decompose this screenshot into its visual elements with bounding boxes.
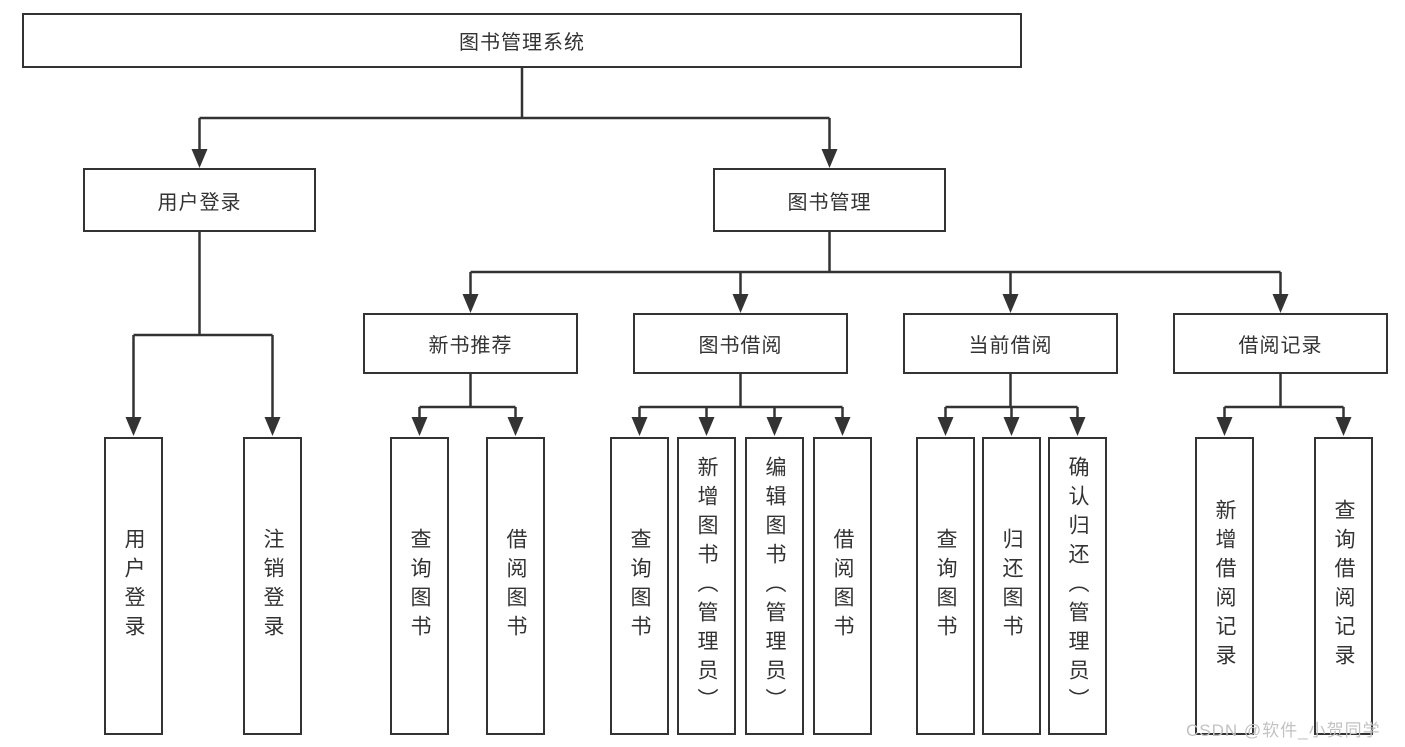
leaf-add-books-admin: 新增图书（管理员） — [677, 437, 736, 735]
leaf-borrow-books-recommend: 借阅图书 — [486, 437, 545, 735]
node-book-management: 图书管理 — [713, 168, 946, 232]
leaf-query-books-borrowing: 查询图书 — [610, 437, 669, 735]
leaf-return-books: 归还图书 — [982, 437, 1041, 735]
node-borrowing-records: 借阅记录 — [1173, 313, 1388, 374]
node-book-borrowing: 图书借阅 — [633, 313, 848, 374]
leaf-add-borrow-record: 新增借阅记录 — [1195, 437, 1254, 735]
node-user-login: 用户登录 — [83, 168, 316, 232]
leaf-edit-books-admin: 编辑图书（管理员） — [745, 437, 804, 735]
leaf-confirm-return-admin: 确认归还（管理员） — [1048, 437, 1107, 735]
csdn-watermark: CSDN @软件_小贺同学 — [1186, 721, 1381, 740]
leaf-query-books-current: 查询图书 — [916, 437, 975, 735]
leaf-query-borrow-record: 查询借阅记录 — [1314, 437, 1373, 735]
leaf-user-login: 用户登录 — [104, 437, 163, 735]
leaf-logout: 注销登录 — [243, 437, 302, 735]
node-new-book-recommendation: 新书推荐 — [363, 313, 578, 374]
leaf-query-books-recommend: 查询图书 — [390, 437, 449, 735]
node-library-management-system: 图书管理系统 — [22, 13, 1022, 68]
leaf-borrow-books-borrowing: 借阅图书 — [813, 437, 872, 735]
node-current-borrowing: 当前借阅 — [903, 313, 1118, 374]
arrowhead-icons — [125, 149, 1352, 436]
